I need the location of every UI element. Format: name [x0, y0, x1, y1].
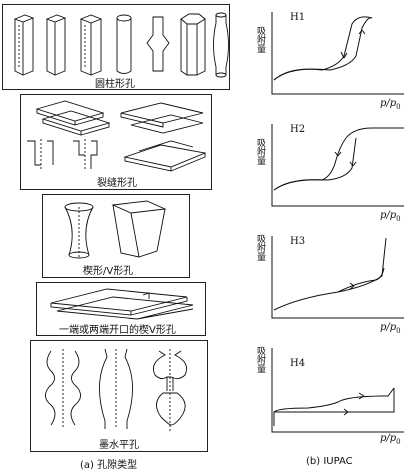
plot-h4-title: H4 [290, 358, 306, 369]
plot-h3-title: H3 [290, 236, 306, 247]
plot-h3-ylabel: 吸附量 [255, 234, 265, 261]
wedge-pores-box: 楔形/V形孔 [42, 194, 190, 278]
wedge-pores-label: 楔形/V形孔 [83, 266, 134, 277]
plot-h2-axes-and-curve [271, 124, 404, 207]
plot-h1-axes-and-curve [271, 12, 404, 95]
ink-bottle-pores-box: 墨水平孔 [30, 340, 208, 452]
plot-h2: 吸附量 H2 p/p0 [255, 116, 408, 223]
slit-pores-drawing [27, 100, 207, 172]
plot-h4-axes-and-curve [271, 348, 404, 433]
plot-h4: 吸附量 H4 p/p0 [255, 340, 408, 450]
right-panel-caption: (b) IUPAC [306, 456, 353, 467]
plot-h1-ylabel: 吸附量 [255, 26, 265, 53]
wedge-pores-drawing [64, 200, 167, 259]
plot-h2-xlabel: p/p0 [380, 210, 401, 223]
plot-h2-ylabel: 吸附量 [255, 138, 265, 165]
slit-pores-label: 裂缝形孔 [97, 178, 137, 189]
plot-h1-xlabel: p/p0 [380, 98, 401, 111]
cylindrical-pores-label: 圆柱形孔 [95, 79, 135, 90]
plot-h4-xlabel: p/p0 [380, 433, 401, 446]
open-wedge-pores-drawing [50, 288, 194, 320]
plot-h3: 吸附量 H3 p/p0 [255, 228, 408, 335]
cylindrical-pores-box: 圆柱形孔 [2, 4, 230, 90]
open-wedge-pores-label: 一端或两端开口的楔V形孔 [59, 325, 176, 336]
ink-bottle-pores-label: 墨水平孔 [99, 440, 139, 451]
open-wedge-pores-box: 一端或两端开口的楔V形孔 [36, 282, 206, 336]
plot-h3-xlabel: p/p0 [380, 322, 401, 335]
plot-h2-title: H2 [290, 124, 306, 135]
slit-pores-box: 裂缝形孔 [20, 94, 212, 190]
cylindrical-pores-drawing [13, 12, 229, 78]
plot-h4-ylabel: 吸附量 [255, 346, 265, 373]
plot-h1-title: H1 [290, 12, 306, 23]
plot-h3-axes-and-curve [271, 236, 404, 319]
ink-bottle-pores-drawing [45, 348, 188, 433]
left-panel-caption: (a) 孔隙类型 [80, 460, 138, 471]
plot-h1: 吸附量 H1 p/p0 [255, 4, 408, 111]
